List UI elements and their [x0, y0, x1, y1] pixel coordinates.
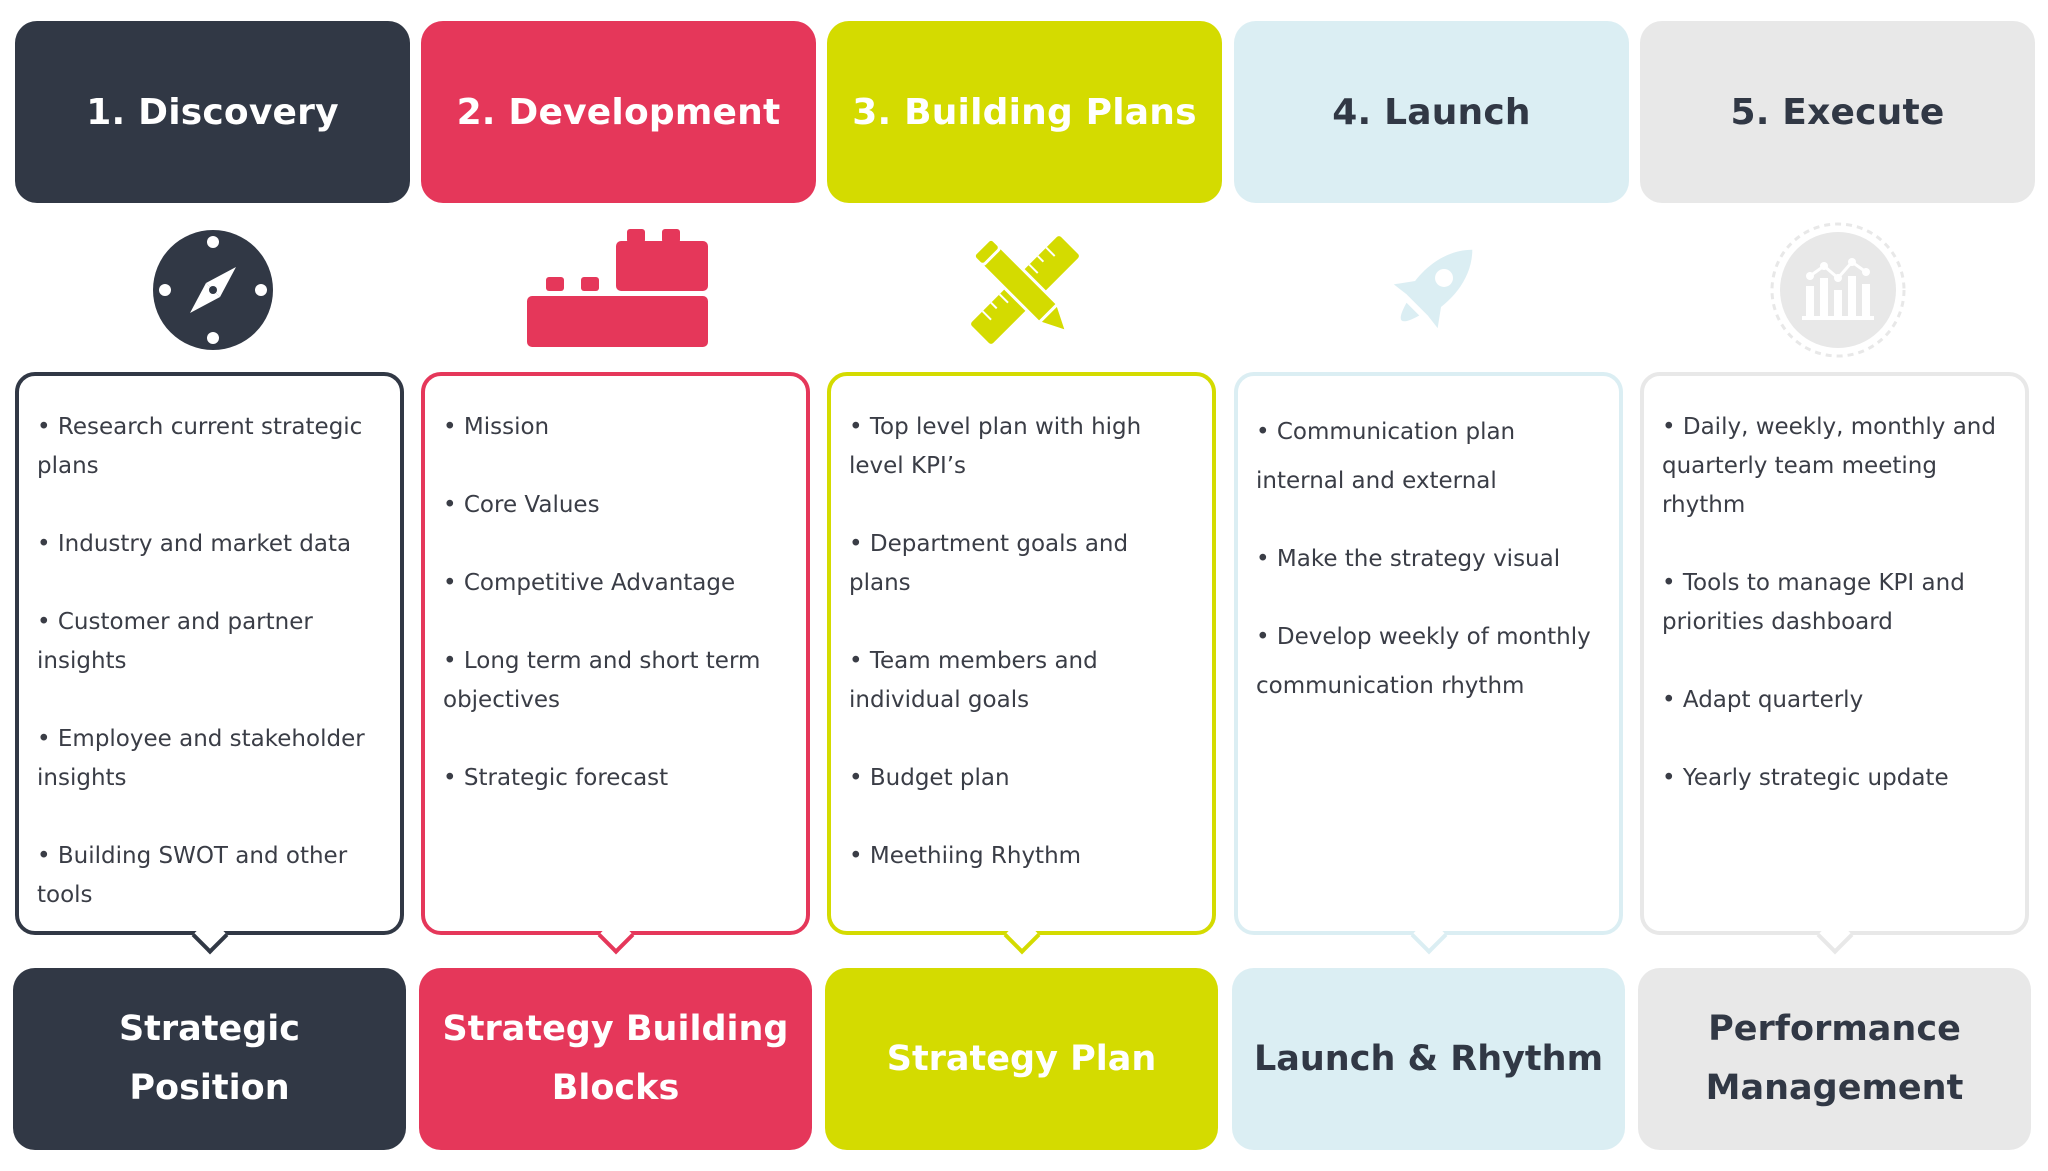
list-item: • Industry and market data — [37, 531, 352, 557]
footer-performance-management: Performance Management — [1638, 968, 2031, 1150]
list-item: • Top level plan with high level KPI’s — [849, 414, 1142, 479]
list-item: • Research current strategic plans — [37, 414, 363, 479]
column-building-plans: 3. Building Plans • Top level plan — [825, 0, 1222, 1171]
list-item: • Department goals and plans — [849, 531, 1129, 596]
card-pointer — [1816, 917, 1853, 955]
card-pointer — [1410, 917, 1447, 955]
header-title: 5. Execute — [1730, 91, 1945, 133]
bullet-list: • Top level plan with high level KPI’s •… — [849, 408, 1194, 876]
list-item: • Adapt quarterly — [1662, 687, 1864, 713]
list-item: • Strategic forecast — [443, 765, 669, 791]
column-discovery: 1. Discovery • Research current strategi… — [13, 0, 410, 1171]
list-item: • Customer and partner insights — [37, 609, 313, 674]
footer-label: Strategy Building Blocks — [442, 1009, 789, 1108]
list-item: • Building SWOT and other tools — [37, 843, 348, 908]
list-item: • Core Values — [443, 492, 600, 518]
list-item: • Budget plan — [849, 765, 1010, 791]
footer-strategy-plan: Strategy Plan — [825, 968, 1218, 1150]
card-discovery: • Research current strategic plans • Ind… — [15, 372, 404, 955]
header-title: 1. Discovery — [86, 91, 339, 133]
list-item: • Make the strategy visual — [1256, 546, 1561, 572]
card-pointer — [1003, 917, 1040, 955]
header-launch: 4. Launch — [1234, 21, 1629, 203]
header-title: 3. Building Plans — [852, 91, 1197, 133]
column-execute: 5. Execute • Daily, weekly, monthly and … — [1638, 0, 2035, 1171]
card-launch: • Communication plan internal and extern… — [1234, 372, 1623, 955]
card-building-plans: • Top level plan with high level KPI’s •… — [827, 372, 1216, 955]
footer-label: Performance Management — [1705, 1009, 1964, 1108]
pencil-ruler-icon — [970, 236, 1079, 344]
bullet-list: • Communication plan internal and extern… — [1256, 408, 1601, 711]
list-item: • Competitive Advantage — [443, 570, 736, 596]
bullet-list: • Daily, weekly, monthly and quarterly t… — [1662, 408, 2007, 798]
card-pointer — [191, 917, 228, 955]
footer-label: Launch & Rhythm — [1253, 1038, 1604, 1079]
header-execute: 5. Execute — [1640, 21, 2035, 203]
list-item: • Team members and individual goals — [849, 648, 1098, 713]
column-launch: 4. Launch • Communication plan internal … — [1232, 0, 1629, 1171]
list-item: • Communication plan internal and extern… — [1256, 419, 1516, 494]
bar-chart-icon — [1770, 222, 1905, 358]
footer-strategic-position: Strategic Position — [13, 968, 406, 1150]
footer-label: Strategy Plan — [886, 1038, 1157, 1079]
list-item: • Tools to manage KPI and priorities das… — [1662, 570, 1965, 635]
compass-icon — [152, 230, 273, 350]
list-item: • Daily, weekly, monthly and quarterly t… — [1662, 414, 1996, 518]
list-item: • Develop weekly of monthly communicatio… — [1256, 624, 1591, 699]
list-item: • Mission — [443, 414, 550, 440]
list-item: • Meethiing Rhythm — [849, 843, 1082, 869]
rocket-icon — [1393, 249, 1472, 329]
card-development: • Mission • Core Values • Competitive Ad… — [421, 372, 810, 955]
header-discovery: 1. Discovery — [15, 21, 410, 203]
header-title: 2. Development — [456, 91, 781, 133]
card-execute: • Daily, weekly, monthly and quarterly t… — [1640, 372, 2029, 955]
footer-label: Strategic Position — [118, 1009, 301, 1108]
building-blocks-icon — [526, 229, 708, 347]
list-item: • Long term and short term objectives — [443, 648, 761, 713]
footer-strategy-building-blocks: Strategy Building Blocks — [419, 968, 812, 1150]
header-development: 2. Development — [421, 21, 816, 203]
list-item: • Yearly strategic update — [1662, 765, 1949, 791]
list-item: • Employee and stakeholder insights — [37, 726, 365, 791]
bullet-list: • Mission • Core Values • Competitive Ad… — [443, 408, 788, 798]
header-title: 4. Launch — [1332, 91, 1531, 133]
card-pointer — [597, 917, 634, 955]
header-building-plans: 3. Building Plans — [827, 21, 1222, 203]
column-development: 2. Development • Mission • Core Values •… — [419, 0, 816, 1171]
bullet-list: • Research current strategic plans • Ind… — [37, 408, 382, 915]
footer-launch-rhythm: Launch & Rhythm — [1232, 968, 1625, 1150]
